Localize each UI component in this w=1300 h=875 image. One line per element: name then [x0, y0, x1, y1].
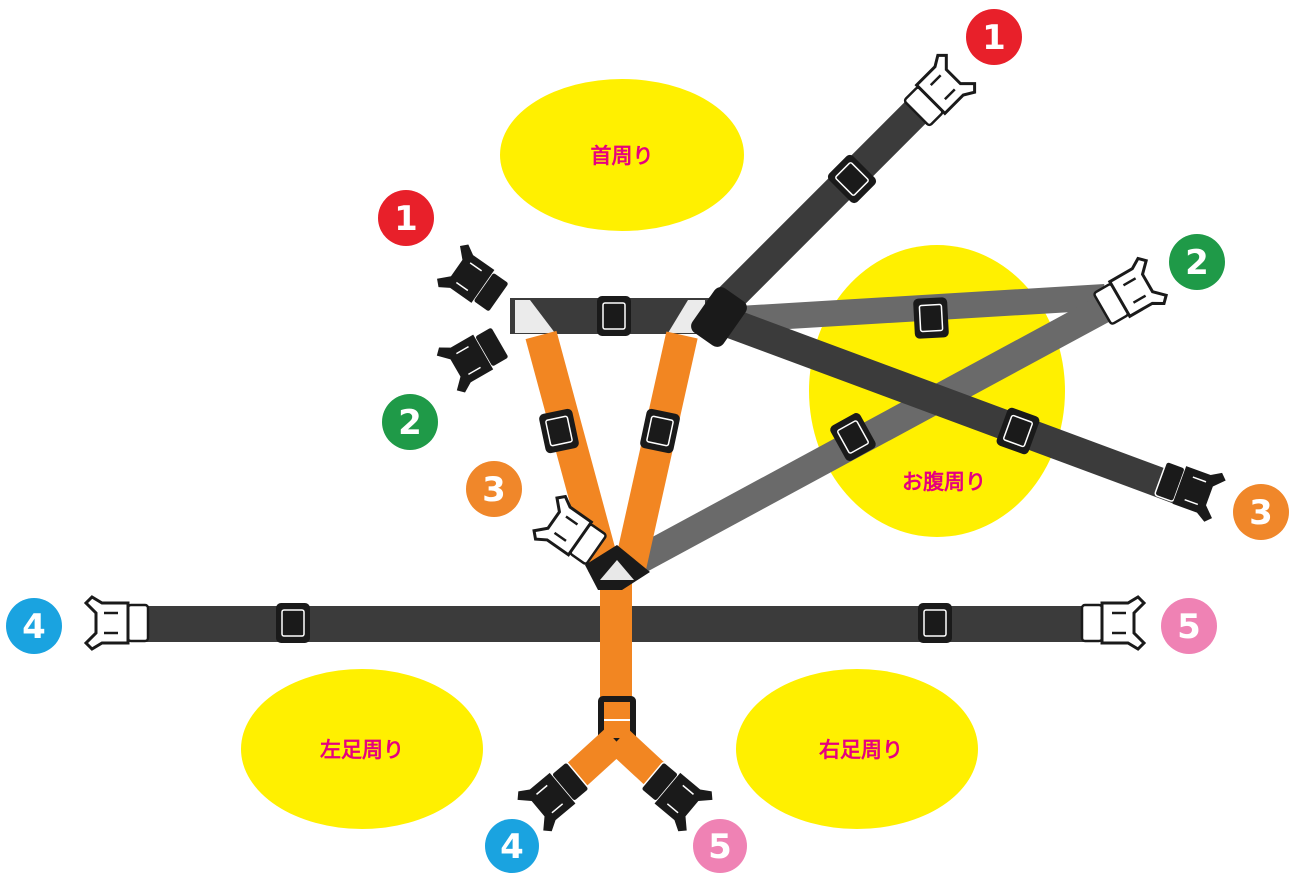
svg-text:2: 2 [1185, 243, 1209, 283]
strap-crotch-orange [512, 545, 718, 836]
badge-5-bottom: 5 [693, 819, 747, 873]
badge-1-left: 1 [378, 190, 434, 246]
zone-left-leg-ellipse [241, 669, 483, 829]
svg-text:2: 2 [398, 403, 422, 443]
side-release-buckle-icon[interactable] [1080, 595, 1146, 651]
strap-belly-gray [623, 253, 1171, 578]
zone-right-leg-label: 右足周り [819, 738, 903, 762]
side-release-buckle-icon[interactable] [84, 595, 150, 651]
zone-right-leg: 右足周り [736, 669, 978, 829]
zone-neck: 首周り [500, 79, 744, 231]
badge-5-right: 5 [1161, 598, 1217, 654]
svg-text:4: 4 [22, 607, 46, 647]
badge-3-left: 3 [466, 461, 522, 517]
svg-text:3: 3 [1249, 493, 1273, 533]
zone-belly-label: お腹周り [902, 470, 986, 494]
strap-adjuster-icon[interactable] [917, 602, 953, 644]
side-release-buckle-icon[interactable] [433, 318, 515, 397]
strap-neck-black [432, 49, 1229, 525]
strap-adjuster-icon[interactable] [275, 602, 311, 644]
strap-chest-orange [525, 330, 698, 573]
strap-adjuster-icon[interactable] [912, 296, 950, 340]
svg-text:4: 4 [500, 827, 524, 867]
zone-left-leg: 左足周り [241, 669, 483, 829]
zone-neck-ellipse [500, 79, 744, 231]
side-release-buckle-icon[interactable] [432, 240, 515, 320]
svg-text:1: 1 [394, 199, 418, 239]
badge-3-right: 3 [1233, 484, 1289, 540]
badge-4-bottom: 4 [485, 819, 539, 873]
badge-1-top: 1 [966, 9, 1022, 65]
badge-2-left: 2 [382, 394, 438, 450]
strap-adjuster-icon[interactable] [638, 407, 682, 455]
zone-right-leg-ellipse [736, 669, 978, 829]
svg-text:5: 5 [708, 827, 732, 867]
side-release-buckle-icon[interactable] [1150, 452, 1229, 525]
strap-adjuster-icon[interactable] [596, 295, 632, 337]
zone-neck-label: 首周り [591, 144, 654, 168]
zone-left-leg-label: 左足周り [320, 738, 404, 762]
badge-4-left: 4 [6, 598, 62, 654]
svg-text:5: 5 [1177, 607, 1201, 647]
badge-2-right: 2 [1169, 234, 1225, 290]
svg-text:3: 3 [482, 470, 506, 510]
svg-text:1: 1 [982, 18, 1006, 58]
